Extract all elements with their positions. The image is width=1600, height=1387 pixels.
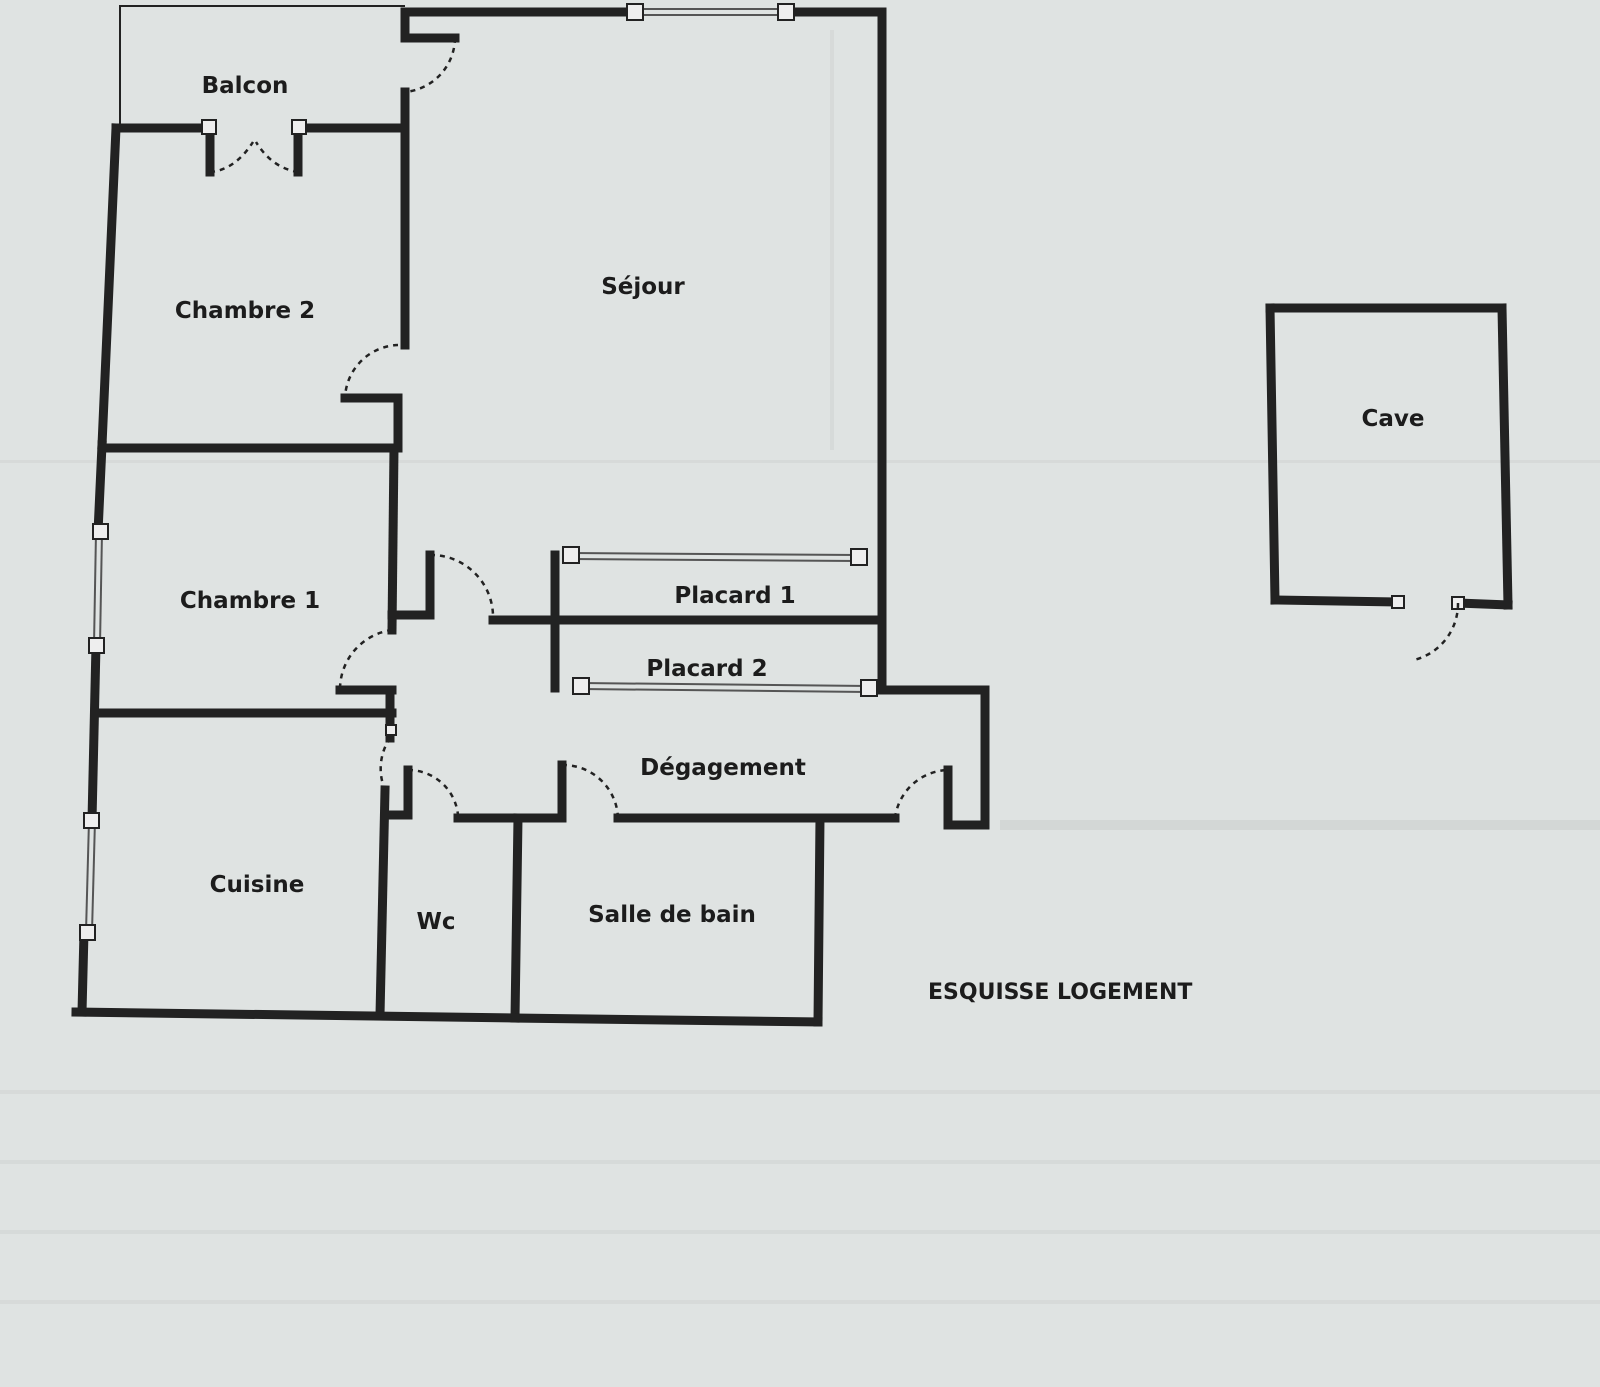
- room-labels: Balcon Séjour Chambre 2 Chambre 1 Placar…: [175, 73, 1425, 1005]
- label-sejour: Séjour: [601, 274, 685, 300]
- label-cuisine: Cuisine: [210, 872, 305, 898]
- label-cave: Cave: [1362, 406, 1425, 432]
- label-degagement: Dégagement: [640, 755, 806, 781]
- label-placard-1: Placard 1: [674, 583, 795, 609]
- windows: [85, 8, 869, 933]
- label-wc: Wc: [416, 909, 455, 935]
- label-placard-2: Placard 2: [646, 656, 767, 682]
- door-swings: [209, 37, 949, 819]
- label-salle-de-bain: Salle de bain: [588, 902, 756, 928]
- label-chambre-1: Chambre 1: [180, 588, 320, 614]
- label-balcon: Balcon: [202, 73, 289, 99]
- plan-title: ESQUISSE LOGEMENT: [928, 980, 1192, 1005]
- show-through-background: [0, 30, 1600, 1304]
- window-posts: [79, 3, 878, 941]
- apartment-walls: [71, 5, 990, 1027]
- label-chambre-2: Chambre 2: [175, 298, 315, 324]
- cave-walls: [1265, 303, 1513, 662]
